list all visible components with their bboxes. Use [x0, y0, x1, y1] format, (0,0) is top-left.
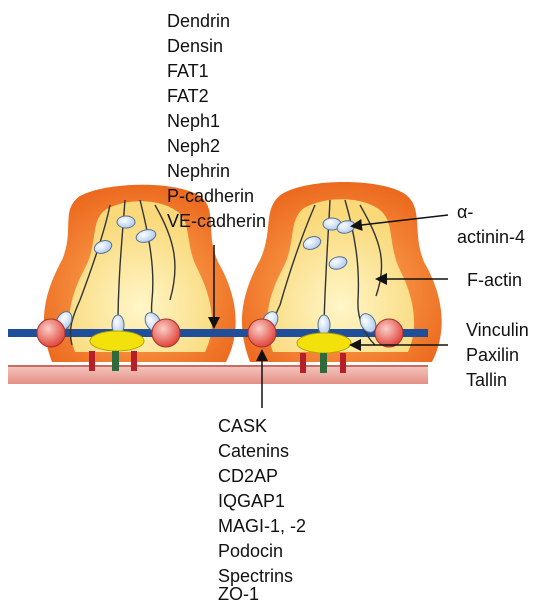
junction-ball: [248, 319, 276, 347]
alpha-actinin-label: α- actinin-4: [457, 202, 525, 247]
protein-label: Dendrin: [167, 11, 230, 31]
protein-label: Neph2: [167, 136, 220, 156]
protein-label: CD2AP: [218, 466, 278, 486]
integrin-bar: [112, 351, 119, 371]
protein-label: MAGI-1, -2: [218, 516, 306, 536]
integrin-bar: [300, 353, 306, 373]
integrin-bar: [320, 353, 327, 373]
bottom-protein-list: CASK Catenins CD2AP IQGAP1 MAGI-1, -2 Po…: [218, 416, 311, 603]
integrin-bar: [131, 351, 137, 371]
focal-adhesion-left: [90, 331, 144, 351]
junction-ball: [37, 319, 65, 347]
protein-label: Densin: [167, 36, 223, 56]
protein-label: Nephrin: [167, 161, 230, 181]
protein-label: Neph1: [167, 111, 220, 131]
junction-ball: [375, 319, 403, 347]
top-protein-list: Dendrin Densin FAT1 FAT2 Neph1 Neph2 Nep…: [167, 11, 266, 231]
integrin-bar: [89, 351, 95, 371]
focal-adhesion-right: [297, 333, 351, 353]
alpha-actinin-label-line2: actinin-4: [457, 227, 525, 247]
protein-label: Podocin: [218, 541, 283, 561]
protein-label: FAT2: [167, 86, 209, 106]
protein-label: Spectrins: [218, 566, 293, 586]
f-actin-label: F-actin: [467, 270, 522, 290]
protein-label: VE-cadherin: [167, 211, 266, 231]
protein-label: FAT1: [167, 61, 209, 81]
alpha-actinin-label-line1: α-: [457, 202, 473, 222]
protein-label: ZO-1: [218, 584, 259, 603]
protein-label: Vinculin: [466, 320, 529, 340]
protein-label: IQGAP1: [218, 491, 285, 511]
protein-label: CASK: [218, 416, 267, 436]
protein-label: Tallin: [466, 370, 507, 390]
protein-label: Paxilin: [466, 345, 519, 365]
basement-membrane: [8, 366, 428, 384]
alpha-actinin-vesicle: [318, 315, 330, 335]
focal-adhesion-list: Vinculin Paxilin Tallin: [466, 320, 534, 390]
protein-label: Catenins: [218, 441, 289, 461]
junction-ball: [152, 319, 180, 347]
protein-label: P-cadherin: [167, 186, 254, 206]
integrin-bar: [340, 353, 346, 373]
alpha-actinin-vesicle: [117, 216, 135, 228]
